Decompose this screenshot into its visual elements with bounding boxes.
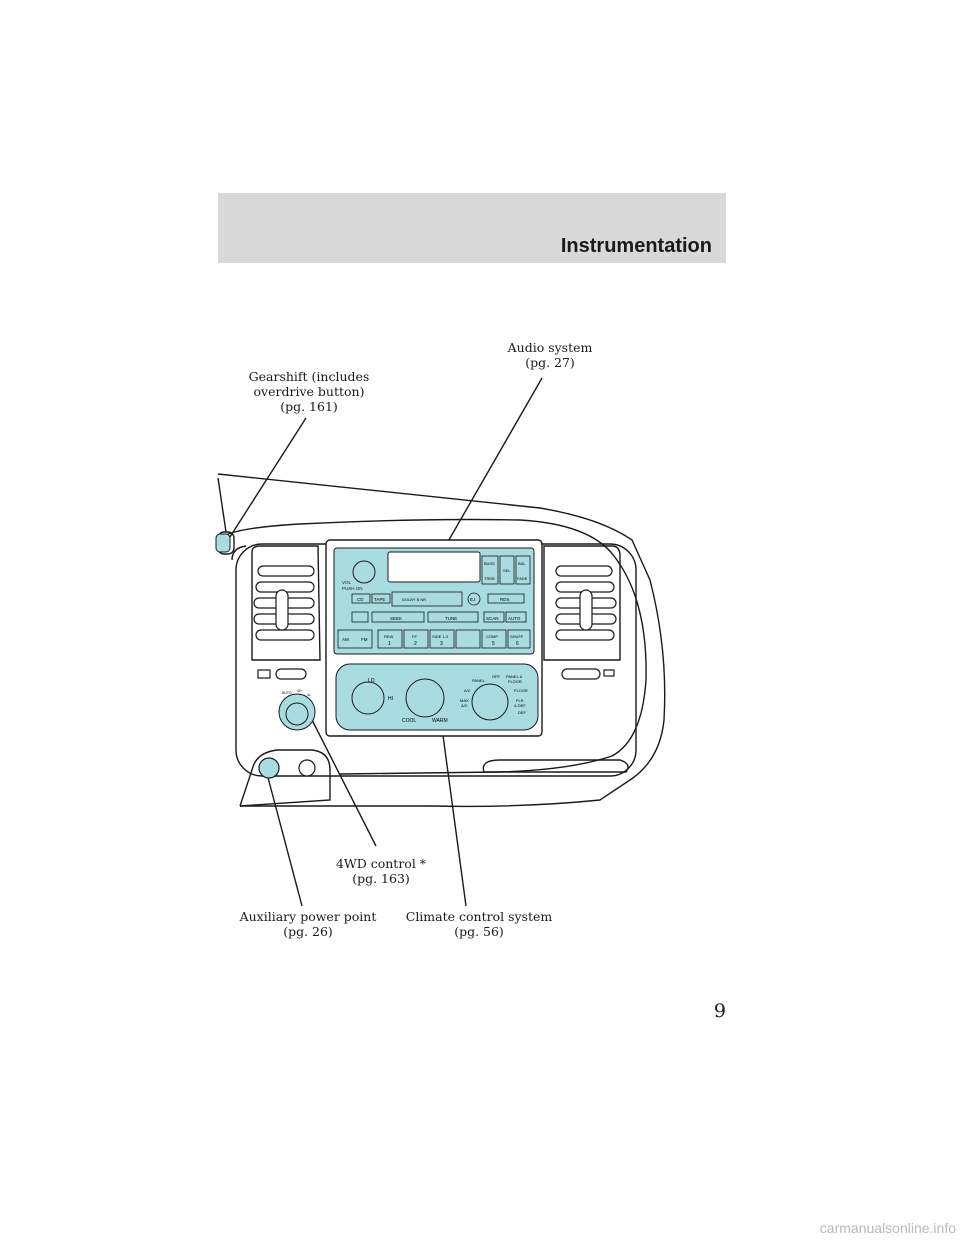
lo-label: LO (368, 678, 375, 684)
4wd-auto-label: AUTO (282, 691, 292, 695)
radio-display (387, 551, 481, 583)
page-number: 9 (713, 1000, 726, 1022)
cd-label: CD (357, 597, 364, 602)
watermark: carmanualsonline.info (819, 1220, 956, 1236)
auto-label: AUTO (508, 616, 521, 621)
preset-5-num: 5 (492, 641, 495, 647)
4wd-4h-label: 4H (297, 689, 302, 693)
max-ac-label-2: A/C (461, 703, 468, 708)
bal-label: BAL (518, 561, 526, 566)
eject-button[interactable] (467, 592, 481, 606)
callout-audio: Audio system (pg. 27) (507, 340, 593, 370)
fade-label: FADE (517, 576, 528, 581)
tape-button[interactable] (371, 593, 391, 604)
dashboard-outline (217, 473, 666, 808)
fm-label: FM (361, 637, 368, 642)
warm-label: WARM (432, 718, 448, 724)
callout-gearshift: Gearshift (includes overdrive button) (p… (248, 369, 370, 414)
callout-aux-power: Auxiliary power point (pg. 26) (239, 909, 377, 939)
tape-label: TAPE (374, 597, 385, 602)
4wd-4l-label: 4L (307, 693, 311, 697)
floor-label: FLOOR (514, 688, 528, 693)
left-vent (253, 565, 315, 641)
rds-label: RDS (500, 597, 510, 602)
mode-knob[interactable] (471, 683, 509, 721)
am-fm-button[interactable] (337, 629, 373, 649)
auto-button[interactable] (505, 611, 527, 623)
leader-lines (227, 377, 543, 907)
am-label: AM (342, 637, 349, 642)
ac-label: A/C (464, 688, 471, 693)
ej-label: EJ (470, 597, 475, 602)
seek-button[interactable] (371, 611, 425, 623)
4wd-control-knob[interactable]: AUTO 4H 4L (278, 689, 316, 731)
vol-label: VOL (342, 580, 352, 585)
radio-panel: VOL PUSH ON BASS TREB SEL BAL FADE CD TA… (333, 547, 535, 655)
cd-button[interactable] (351, 593, 371, 604)
cool-label: COOL (402, 718, 416, 724)
callout-4wd: 4WD control * (pg. 163) (335, 856, 427, 886)
preset-2-top: FF (412, 634, 417, 639)
preset-5-top: COMP (486, 634, 498, 639)
vent-thumbwheels (257, 668, 615, 680)
vol-push-label: PUSH ON (342, 586, 363, 591)
sel-button[interactable] (499, 555, 515, 585)
off-label: OFF (492, 674, 501, 679)
dolby-label: DOLBY B NR (402, 597, 426, 602)
mute-button[interactable] (351, 611, 369, 623)
seek-label: SEEK (390, 616, 402, 621)
preset-1-num: 1 (388, 641, 391, 647)
preset-3-num: 3 (440, 641, 443, 647)
preset-6-top: SHUFF (510, 634, 524, 639)
gearshift-knob[interactable] (215, 533, 231, 553)
tape-slot[interactable] (391, 591, 463, 607)
right-vent (555, 565, 617, 641)
panel-floor-label: PANEL & (506, 674, 523, 679)
treb-label: TREB (484, 576, 495, 581)
climate-panel: LO HI COOL WARM PANEL OFF PANEL & FLOOR … (335, 663, 539, 731)
lighter-socket[interactable] (298, 759, 316, 777)
flr-def-label-2: & DEF (514, 703, 526, 708)
volume-knob[interactable] (352, 560, 376, 584)
tune-button[interactable] (427, 611, 479, 623)
fan-speed-knob[interactable] (351, 681, 385, 715)
hi-label: HI (388, 696, 393, 702)
preset-3-top: SIDE 1-2 (432, 634, 449, 639)
preset-buttons[interactable] (377, 629, 531, 649)
panel-label: PANEL (472, 678, 486, 683)
flr-def-label: FLR (516, 698, 524, 703)
bal-fade-button[interactable] (515, 555, 531, 585)
preset-2-num: 2 (414, 641, 417, 647)
header-band: Instrumentation (218, 193, 726, 263)
rds-button[interactable] (487, 593, 525, 604)
page-title: Instrumentation (560, 235, 712, 257)
tune-label: TUNE (445, 616, 457, 621)
max-ac-label: MAX (460, 698, 469, 703)
auxiliary-power-point[interactable] (258, 757, 280, 779)
bass-treb-button[interactable] (481, 555, 499, 585)
callout-climate: Climate control system (pg. 56) (405, 909, 553, 939)
scan-button[interactable] (483, 611, 505, 623)
preset-1-top: REW (384, 634, 394, 639)
scan-label: SCAN (486, 616, 499, 621)
sel-label: SEL (503, 568, 511, 573)
temperature-knob[interactable] (405, 678, 445, 718)
def-label: DEF (518, 710, 527, 715)
preset-6-num: 6 (516, 641, 519, 647)
bass-label: BASS (484, 561, 495, 566)
panel-floor-label-2: FLOOR (508, 679, 522, 684)
